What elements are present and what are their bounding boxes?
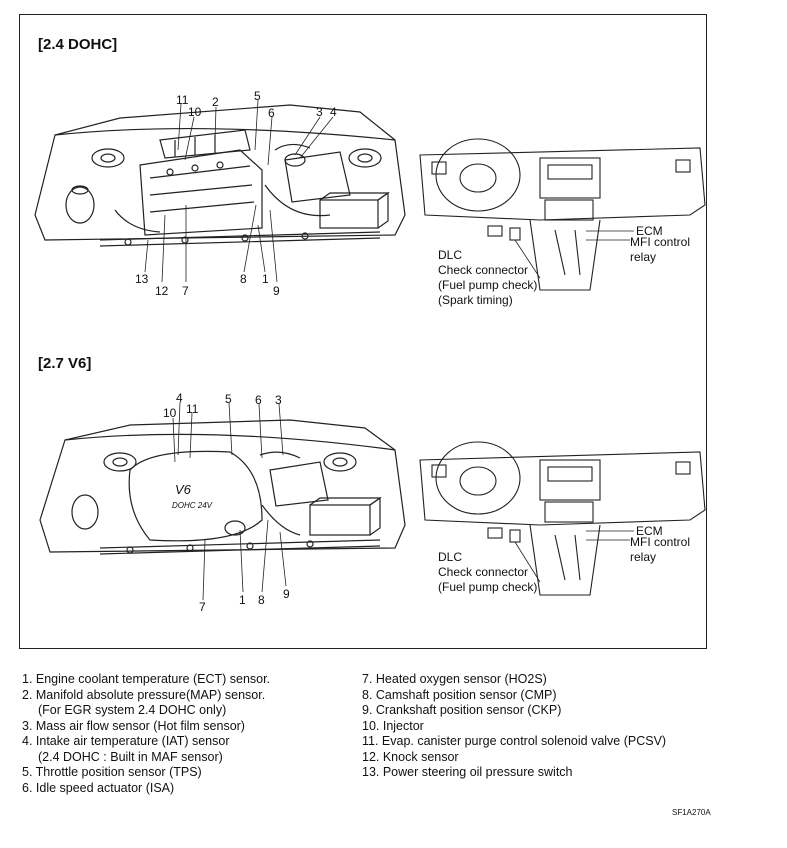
callout-10: 10	[188, 105, 202, 119]
callout-3: 3	[316, 105, 323, 119]
legend-left-column: 1. Engine coolant temperature (ECT) sens…	[22, 672, 270, 796]
legend-item: 6. Idle speed actuator (ISA)	[22, 780, 175, 795]
callout-8: 8	[258, 593, 265, 607]
legend-item: 11. Evap. canister purge control solenoi…	[362, 734, 667, 748]
mfi-relay-label-line1: MFI control	[630, 235, 691, 249]
diagram-frame	[19, 14, 707, 649]
mfi-relay-label-line1: MFI control	[630, 535, 691, 549]
callout-3: 3	[275, 393, 282, 407]
fuel-pump-check-label: (Fuel pump check)	[438, 580, 538, 594]
legend-item: 2. Manifold absolute pressure(MAP) senso…	[22, 687, 266, 702]
section-title-2-7-v6: [2.7 V6]	[38, 355, 92, 372]
dlc-label: DLC	[438, 550, 463, 564]
check-connector-label: Check connector	[438, 565, 529, 579]
callout-1: 1	[239, 593, 246, 607]
callout-5: 5	[225, 392, 232, 406]
engine-cover-text: V6	[175, 482, 191, 497]
legend-item: 8. Camshaft position sensor (CMP)	[362, 687, 557, 702]
callout-5: 5	[254, 89, 261, 103]
mfi-relay-label-line2: relay	[630, 550, 657, 564]
callout-8: 8	[240, 272, 247, 286]
callout-11: 11	[186, 402, 199, 416]
callout-12: 12	[155, 284, 169, 298]
legend-item: 1. Engine coolant temperature (ECT) sens…	[22, 672, 271, 686]
callout-13: 13	[135, 272, 149, 286]
fuel-pump-check-label: (Fuel pump check)	[438, 278, 538, 292]
ecm-label: ECM	[636, 524, 663, 538]
section-title-2-4-dohc: [2.4 DOHC]	[38, 36, 118, 53]
callout-4: 4	[176, 391, 183, 405]
callout-9: 9	[283, 587, 290, 601]
legend-item: 7. Heated oxygen sensor (HO2S)	[362, 672, 547, 686]
legend-item: 3. Mass air flow sensor (Hot film sensor…	[22, 718, 245, 733]
legend-item: 10. Injector	[362, 718, 424, 733]
legend-item: (2.4 DOHC : Built in MAF sensor)	[38, 749, 223, 764]
callout-7: 7	[182, 284, 189, 298]
callout-2: 2	[212, 95, 219, 109]
callout-10: 10	[163, 406, 177, 420]
engine-cover-subtext: DOHC 24V	[172, 501, 213, 510]
legend-item: 4. Intake air temperature (IAT) sensor	[22, 734, 230, 748]
check-connector-label: Check connector	[438, 263, 529, 277]
legend-right-column: 7. Heated oxygen sensor (HO2S) 8. Camsha…	[362, 672, 666, 781]
ecm-label: ECM	[636, 224, 663, 238]
callout-1: 1	[262, 272, 269, 286]
callout-6: 6	[268, 106, 275, 120]
callout-4: 4	[330, 105, 337, 119]
callout-9: 9	[273, 284, 280, 298]
dlc-label: DLC	[438, 248, 463, 262]
spark-timing-label: (Spark timing)	[438, 293, 513, 307]
callout-6: 6	[255, 393, 262, 407]
legend-item: 12. Knock sensor	[362, 749, 459, 764]
legend-item: 13. Power steering oil pressure switch	[362, 765, 573, 779]
legend-item: 5. Throttle position sensor (TPS)	[22, 765, 202, 779]
callout-11: 11	[176, 93, 189, 107]
figure-code: SF1A270A	[672, 808, 711, 817]
callout-7: 7	[199, 600, 206, 614]
mfi-relay-label-line2: relay	[630, 250, 657, 264]
legend-item: 9. Crankshaft position sensor (CKP)	[362, 703, 562, 717]
legend-item: (For EGR system 2.4 DOHC only)	[38, 703, 227, 717]
